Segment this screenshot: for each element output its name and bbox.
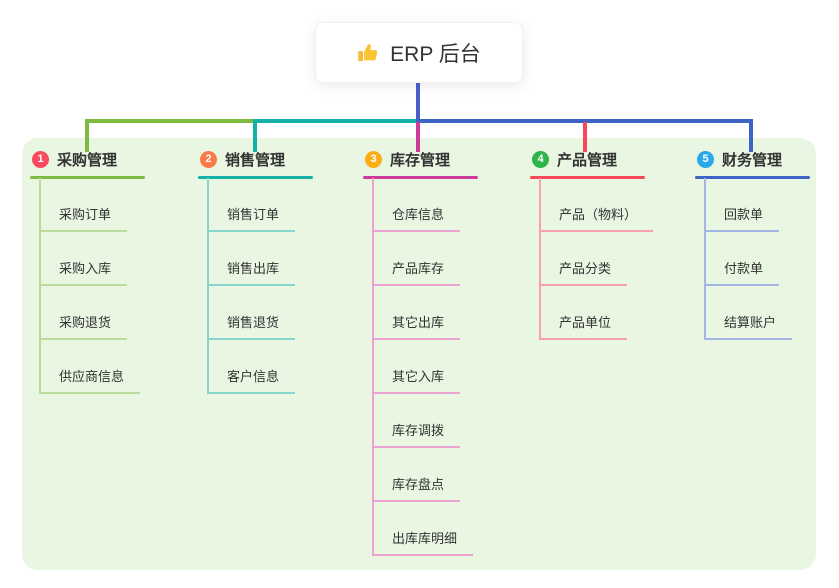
branch-title: 财务管理 xyxy=(722,152,783,169)
child-node[interactable]: 销售出库 xyxy=(209,232,296,286)
child-node[interactable]: 产品（物料） xyxy=(541,178,654,232)
branch-underline xyxy=(198,176,313,179)
branch-underline xyxy=(530,176,645,179)
child-node-label: 产品分类 xyxy=(559,261,612,276)
mindmap-background-panel xyxy=(22,138,816,570)
branch-title: 库存管理 xyxy=(390,152,451,169)
child-node-label: 供应商信息 xyxy=(59,369,125,384)
connector-drop-branch5 xyxy=(749,119,753,152)
children-group-inventory: 仓库信息 产品库存 其它出库 其它入库 库存调拨 库存盘点 出库库明细 xyxy=(372,178,474,556)
child-node[interactable]: 付款单 xyxy=(706,232,780,286)
child-node[interactable]: 客户信息 xyxy=(209,340,296,394)
connector-bus-green xyxy=(85,119,420,123)
child-node[interactable]: 结算账户 xyxy=(706,286,793,340)
branch-node-purchase[interactable]: 1 采购管理 xyxy=(30,150,145,179)
child-node-label: 结算账户 xyxy=(724,315,777,330)
child-node-label: 产品库存 xyxy=(392,261,445,276)
child-node[interactable]: 销售退货 xyxy=(209,286,296,340)
child-node[interactable]: 产品单位 xyxy=(541,286,628,340)
child-node[interactable]: 产品分类 xyxy=(541,232,628,286)
child-node[interactable]: 仓库信息 xyxy=(374,178,461,232)
children-group-sales: 销售订单 销售出库 销售退货 客户信息 xyxy=(207,178,296,394)
branch-underline xyxy=(695,176,810,179)
child-node[interactable]: 其它出库 xyxy=(374,286,461,340)
child-node-label: 销售退货 xyxy=(227,315,280,330)
child-node-label: 客户信息 xyxy=(227,369,280,384)
branch-number-badge: 4 xyxy=(532,151,549,168)
child-node-label: 仓库信息 xyxy=(392,207,445,222)
child-node-label: 库存盘点 xyxy=(392,477,445,492)
branch-node-product[interactable]: 4 产品管理 xyxy=(530,150,645,179)
child-node-label: 其它出库 xyxy=(392,315,445,330)
child-node-label: 出库库明细 xyxy=(392,531,458,546)
branch-number-badge: 5 xyxy=(697,151,714,168)
branch-underline xyxy=(363,176,478,179)
child-node-label: 产品单位 xyxy=(559,315,612,330)
branch-underline xyxy=(30,176,145,179)
connector-drop-branch4 xyxy=(583,122,587,152)
branch-title: 销售管理 xyxy=(225,152,286,169)
child-node[interactable]: 其它入库 xyxy=(374,340,461,394)
child-node-label: 采购入库 xyxy=(59,261,112,276)
root-node-label: ERP 后台 xyxy=(390,42,481,66)
child-node[interactable]: 库存调拨 xyxy=(374,394,461,448)
branch-number-badge: 1 xyxy=(32,151,49,168)
child-node-label: 采购订单 xyxy=(59,207,112,222)
child-node-label: 付款单 xyxy=(724,261,764,276)
connector-root-vertical xyxy=(416,83,420,121)
connector-drop-branch1 xyxy=(85,119,89,152)
child-node[interactable]: 回款单 xyxy=(706,178,780,232)
child-node[interactable]: 采购退货 xyxy=(41,286,128,340)
child-node-label: 产品（物料） xyxy=(559,207,638,222)
child-node[interactable]: 供应商信息 xyxy=(41,340,141,394)
branch-title: 采购管理 xyxy=(57,152,118,169)
thumbs-up-icon xyxy=(357,41,380,64)
children-group-product: 产品（物料） 产品分类 产品单位 xyxy=(539,178,654,340)
child-node-label: 销售订单 xyxy=(227,207,280,222)
connector-bus-teal xyxy=(253,119,420,123)
child-node-label: 采购退货 xyxy=(59,315,112,330)
branch-title: 产品管理 xyxy=(557,152,618,169)
connector-drop-branch3 xyxy=(416,122,420,152)
child-node[interactable]: 出库库明细 xyxy=(374,502,474,556)
root-node[interactable]: ERP 后台 xyxy=(315,22,523,83)
child-node[interactable]: 库存盘点 xyxy=(374,448,461,502)
branch-node-inventory[interactable]: 3 库存管理 xyxy=(363,150,478,179)
branch-number-badge: 3 xyxy=(365,151,382,168)
branch-number-badge: 2 xyxy=(200,151,217,168)
child-node-label: 库存调拨 xyxy=(392,423,445,438)
connector-bus-blue xyxy=(416,119,753,123)
child-node-label: 其它入库 xyxy=(392,369,445,384)
child-node[interactable]: 产品库存 xyxy=(374,232,461,286)
child-node[interactable]: 采购入库 xyxy=(41,232,128,286)
connector-drop-branch2 xyxy=(253,119,257,152)
branch-node-finance[interactable]: 5 财务管理 xyxy=(695,150,810,179)
child-node-label: 销售出库 xyxy=(227,261,280,276)
branch-node-sales[interactable]: 2 销售管理 xyxy=(198,150,313,179)
child-node[interactable]: 采购订单 xyxy=(41,178,128,232)
children-group-finance: 回款单 付款单 结算账户 xyxy=(704,178,793,340)
child-node[interactable]: 销售订单 xyxy=(209,178,296,232)
children-group-purchase: 采购订单 采购入库 采购退货 供应商信息 xyxy=(39,178,141,394)
child-node-label: 回款单 xyxy=(724,207,764,222)
